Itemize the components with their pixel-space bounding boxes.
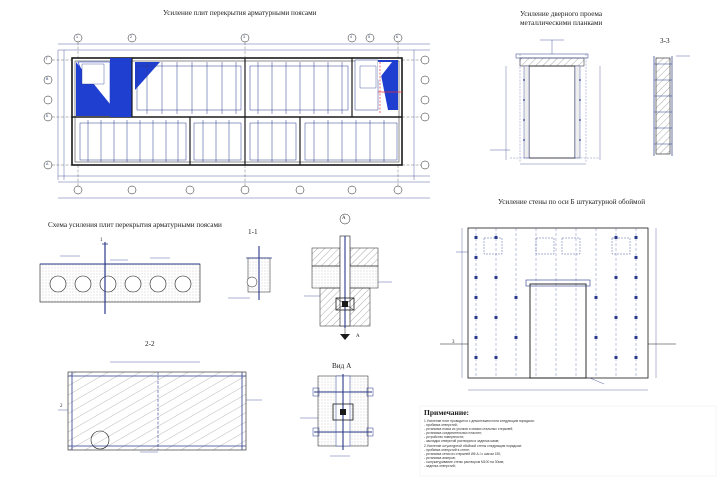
note-line: - устройство поверхности; xyxy=(424,435,465,440)
section-3-3 xyxy=(653,55,690,156)
view-a xyxy=(300,374,374,457)
axis-col-1: 1 xyxy=(76,35,78,39)
slab-plan xyxy=(43,33,430,199)
note-line: - установка сетки из стержней Ø6 А-I с ш… xyxy=(424,451,502,456)
wall-b-elevation xyxy=(440,227,676,391)
note-line: - пробивка отверстий; xyxy=(424,423,458,428)
axis-row-v: В xyxy=(46,77,49,81)
slab-plan-title: Усиление плит перекрытия арматурными поя… xyxy=(163,9,317,17)
node-a-detail xyxy=(304,213,392,340)
cut-mark-1: 1 xyxy=(100,238,103,243)
axis-col-2: 2 xyxy=(130,35,132,39)
view-a-title: Вид А xyxy=(332,362,352,370)
view-arrow-a: А xyxy=(356,334,360,339)
notes-frame xyxy=(419,405,717,477)
axis-row-a: А xyxy=(46,162,49,166)
note-line: - установка пояса из уголков и связки ст… xyxy=(424,427,514,432)
slab-scheme xyxy=(39,242,201,314)
node-a-mark: А xyxy=(342,216,346,221)
section-2-2-title: 2-2 xyxy=(145,340,155,348)
section-1-1-title: 1-1 xyxy=(248,228,258,236)
note-line: - заделка отверстий; xyxy=(424,464,456,469)
note-line: 1.Усиление плит проводится с демонтажем … xyxy=(424,419,535,423)
door-title-line1: Усиление дверного проема xyxy=(520,10,603,18)
section-1-1 xyxy=(228,246,272,300)
cut-mark-3: 3 xyxy=(452,340,455,345)
note-line: - установка анкеров; xyxy=(424,455,456,460)
notes-heading: Примечание: xyxy=(424,408,470,417)
slab-scheme-title: Схема усиления плит перекрытия арматурны… xyxy=(48,221,222,229)
note-line: - пробивка отверстий в стене; xyxy=(424,447,470,452)
door-opening-detail xyxy=(490,39,601,165)
section-3-3-title: 3-3 xyxy=(660,37,670,45)
axis-col-3: 3 xyxy=(243,35,245,39)
axis-col-6: 6 xyxy=(396,35,398,39)
section-2-2 xyxy=(58,361,262,453)
axis-row-b: Б xyxy=(46,114,49,118)
door-title-line2: металлическими планками xyxy=(520,19,603,27)
note-line: - установка соединительных пластин; xyxy=(424,431,482,436)
axis-col-4: 4 xyxy=(350,35,352,39)
note-line: - оштукатуривание стены раствором М100 н… xyxy=(424,459,504,464)
axis-col-5: 5 xyxy=(368,35,370,39)
note-line: 2.Усиление штукатурной обоймой стены сле… xyxy=(424,443,522,448)
wall-b-title: Усиление стены по оси Б штукатурной обой… xyxy=(498,198,646,206)
axis-row-g: Г xyxy=(46,57,48,61)
note-line: - закладка отверстий раствором и заделка… xyxy=(424,439,500,444)
cut-mark-2: 2 xyxy=(60,404,63,409)
notes-list: 1.Усиление плит проводится с демонтажем … xyxy=(424,419,684,468)
